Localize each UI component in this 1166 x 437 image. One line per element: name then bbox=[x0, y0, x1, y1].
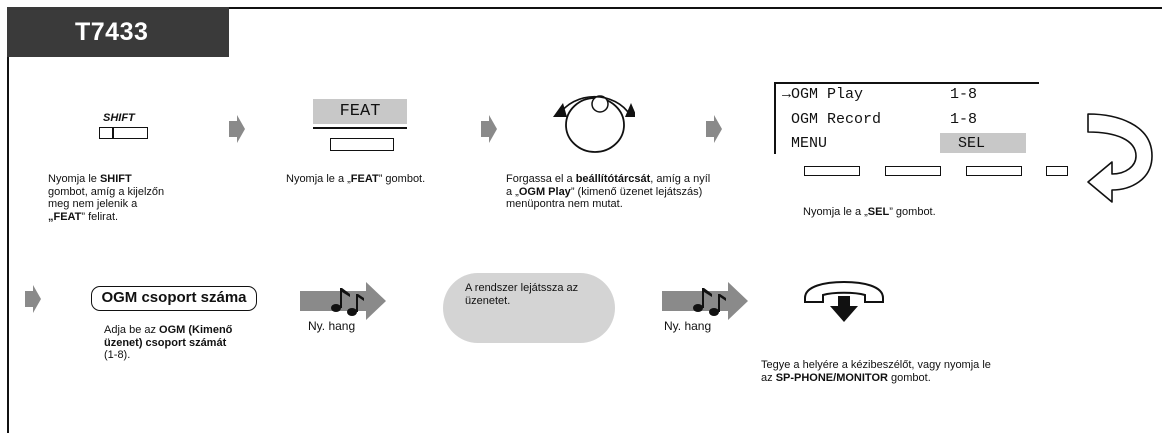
handset-hang-up-icon[interactable] bbox=[803, 280, 885, 326]
lcd-row2-right: 1-8 bbox=[950, 111, 978, 128]
shift-key-divider bbox=[112, 127, 114, 139]
tone2-label: Ny. hang bbox=[664, 319, 712, 333]
soft-key-small[interactable] bbox=[1046, 166, 1068, 176]
lcd-display bbox=[774, 82, 1039, 154]
step5-caption: Adja be az OGM (Kimenő üzenet) csoport s… bbox=[104, 324, 233, 361]
soft-key-1[interactable] bbox=[804, 166, 860, 176]
step3-caption: Forgassa el a beállítótárcsát, amíg a ny… bbox=[506, 173, 711, 210]
shift-key-label: SHIFT bbox=[103, 112, 135, 124]
arrow-right-icon bbox=[481, 115, 497, 143]
curved-arrow-icon bbox=[1087, 113, 1153, 203]
lcd-row1-right: 1-8 bbox=[950, 86, 978, 103]
feat-display bbox=[313, 99, 407, 124]
sel-highlight bbox=[940, 133, 1026, 153]
lcd-row2-left: OGM Record bbox=[782, 111, 882, 128]
model-tab: T7433 bbox=[7, 7, 229, 57]
step6-caption: Tegye a helyére a kézibeszélőt, vagy nyo… bbox=[761, 359, 991, 384]
step4-caption: Nyomja le a „SEL” gombot. bbox=[803, 206, 936, 218]
shift-key[interactable] bbox=[99, 127, 148, 139]
step1-caption: Nyomja le SHIFT gombot, amíg a kijelzőn … bbox=[48, 173, 165, 223]
feat-underline bbox=[313, 127, 407, 129]
soft-key-sel[interactable] bbox=[966, 166, 1022, 176]
step2-caption: Nyomja le a „FEAT” gombot. bbox=[286, 173, 426, 185]
page-frame bbox=[7, 7, 1162, 433]
feat-key[interactable] bbox=[330, 138, 394, 151]
jog-dial-icon[interactable] bbox=[529, 73, 635, 163]
soft-key-2[interactable] bbox=[885, 166, 941, 176]
lcd-row3-right: SEL bbox=[958, 135, 986, 152]
system-message-bubble: A rendszer lejátssza az üzenetet. bbox=[443, 273, 615, 343]
arrow-right-icon bbox=[706, 115, 722, 143]
tone1-label: Ny. hang bbox=[308, 319, 356, 333]
feat-display-label: FEAT bbox=[339, 102, 381, 121]
tone-arrow-icon bbox=[662, 282, 748, 320]
lcd-row3-left: MENU bbox=[782, 135, 828, 152]
ogm-group-number-box: OGM csoport száma bbox=[91, 286, 257, 311]
tone-arrow-icon bbox=[300, 282, 386, 320]
arrow-right-icon bbox=[229, 115, 245, 143]
lcd-row1-left: →OGM Play bbox=[782, 86, 864, 103]
arrow-right-icon bbox=[25, 285, 41, 313]
